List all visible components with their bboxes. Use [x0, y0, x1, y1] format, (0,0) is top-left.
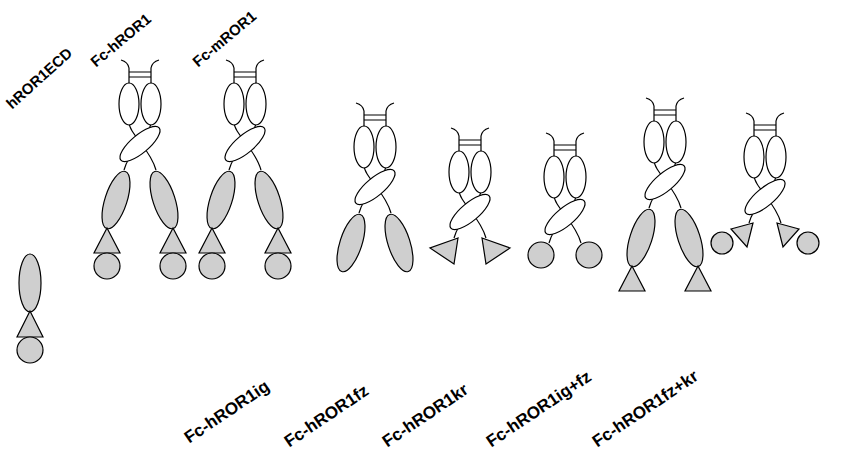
ig-domain: [379, 211, 418, 275]
kr-domain: [160, 253, 186, 279]
construct-label: Fc-hROR1ig: [181, 376, 274, 448]
fc-construct: [528, 133, 602, 268]
fc-dimer: [350, 103, 400, 213]
fc-dimer: [115, 60, 165, 170]
construct-label: Fc-hROR1: [87, 10, 154, 70]
fc-dimer: [640, 98, 690, 208]
kr-domain: [265, 253, 291, 279]
fc-dimer: [220, 60, 270, 170]
construct-label: Fc-hROR1ig+fz: [483, 367, 596, 452]
fz-domain: [619, 266, 645, 291]
ig-domain: [96, 168, 135, 232]
ig-domain: [669, 206, 708, 270]
monomer-construct: [17, 254, 43, 363]
fz-domain: [160, 228, 186, 253]
construct-label: Fc-hROR1kr: [379, 380, 472, 452]
kr-domain: [199, 253, 225, 279]
construct-label: Fc-hROR1fz+kr: [589, 366, 702, 452]
fz-domain: [199, 228, 225, 253]
construct-label: hROR1ECD: [3, 44, 76, 112]
ig-domain: [621, 206, 660, 270]
fz-domain: [685, 266, 711, 291]
ig-domain: [144, 168, 183, 232]
kr-domain: [94, 253, 120, 279]
kr-domain: [711, 232, 733, 254]
ig-domain: [19, 254, 41, 312]
fc-construct: [430, 128, 510, 264]
kr-domain: [576, 242, 602, 268]
kr-domain: [528, 242, 554, 268]
fz-domain: [17, 311, 43, 337]
fz-domain: [265, 228, 291, 253]
kr-domain: [797, 232, 819, 254]
fc-dimer: [540, 133, 590, 243]
kr-domain: [17, 337, 43, 363]
fz-domain: [430, 238, 458, 264]
fc-construct: [199, 60, 291, 279]
ig-domain: [249, 168, 288, 232]
fc-dimer: [445, 128, 495, 238]
fc-construct: [331, 103, 418, 275]
fc-construct: [619, 98, 711, 291]
fz-domain: [731, 223, 753, 247]
construct-label: Fc-hROR1fz: [281, 381, 373, 452]
fc-construct: [94, 60, 186, 279]
fz-domain: [482, 238, 510, 264]
ig-domain: [201, 168, 240, 232]
fc-construct: [711, 113, 819, 254]
fz-domain: [777, 223, 799, 247]
fz-domain: [94, 228, 120, 253]
construct-label: Fc-mROR1: [189, 7, 259, 70]
fc-dimer: [740, 113, 790, 223]
ig-domain: [331, 211, 370, 275]
